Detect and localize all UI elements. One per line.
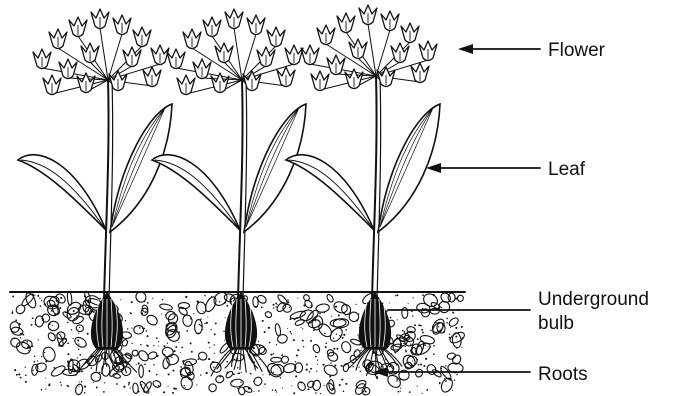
flower-arrow — [458, 44, 540, 54]
leaf-label: Leaf — [548, 159, 586, 180]
flower-label: Flower — [548, 40, 606, 61]
underground-bulb-label-line1: Underground — [538, 289, 649, 310]
underground-bulb-label-line2: bulb — [538, 313, 574, 334]
roots-label: Roots — [538, 364, 588, 385]
leaf-arrow — [426, 163, 540, 173]
